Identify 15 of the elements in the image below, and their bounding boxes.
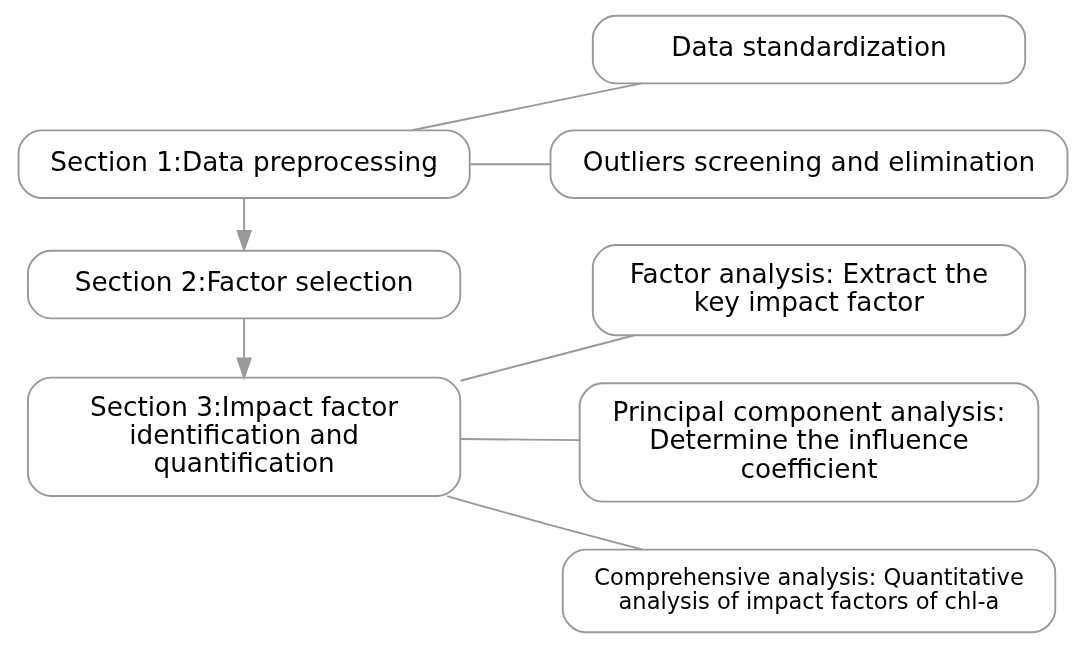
- connector: [411, 82, 643, 132]
- connector: [459, 334, 635, 382]
- node-box: Section 3:Impact factor identification and quantification: [27, 376, 462, 497]
- node-box: Section 2:Factor selection: [27, 249, 462, 320]
- node-box: Section 1:Data preprocessing: [17, 129, 471, 199]
- arrow: [236, 317, 252, 381]
- node-box: Outliers screening and elimination: [549, 129, 1069, 199]
- connector: [446, 495, 643, 551]
- node-box: Factor analysis: Extract the key impact factor: [591, 244, 1027, 337]
- node-box: Data standardization: [591, 14, 1027, 85]
- node-box: Comprehensive analysis: Quantitative analysis of impact factors of chl-a: [561, 548, 1057, 634]
- connector: [469, 163, 551, 166]
- connector: [459, 438, 581, 442]
- arrow: [236, 197, 252, 253]
- node-box: Principal component analysis: Determine the influence coefficient: [578, 382, 1040, 503]
